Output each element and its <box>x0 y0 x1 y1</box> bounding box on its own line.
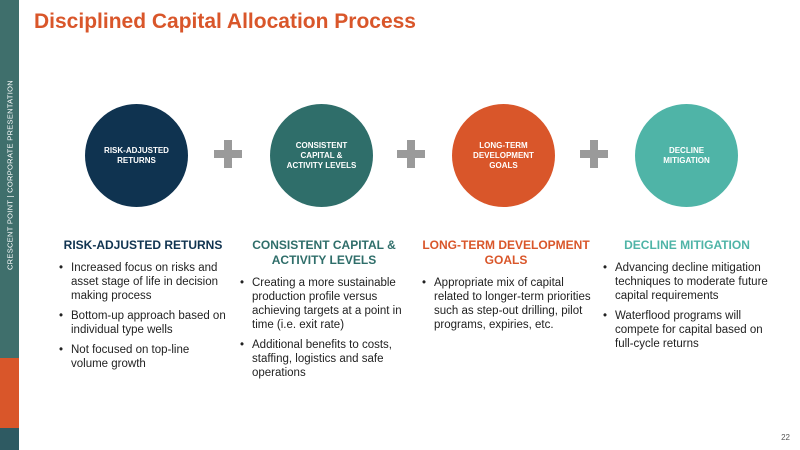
circle-decline-mitigation: DECLINE MITIGATION <box>635 104 738 207</box>
column-long-term-development: LONG-TERM DEVELOPMENT GOALS Appropriate … <box>420 238 592 338</box>
sidebar: CRESCENT POINT | CORPORATE PRESENTATION <box>0 0 19 450</box>
column-heading: LONG-TERM DEVELOPMENT GOALS <box>422 238 590 267</box>
bullet-item: Not focused on top-line volume growth <box>57 343 229 371</box>
bullet-item: Additional benefits to costs, staffing, … <box>238 338 410 380</box>
bullet-list: Advancing decline mitigation techniques … <box>601 261 773 351</box>
plus-icon <box>214 140 242 168</box>
plus-icon <box>397 140 425 168</box>
column-consistent-capital: CONSISTENT CAPITAL & ACTIVITY LEVELS Cre… <box>238 238 410 386</box>
column-risk-adjusted-returns: RISK-ADJUSTED RETURNS Increased focus on… <box>57 238 229 377</box>
circle-label: LONG-TERM DEVELOPMENT GOALS <box>473 140 534 170</box>
page-title: Disciplined Capital Allocation Process <box>34 10 416 33</box>
circle-consistent-capital: CONSISTENT CAPITAL & ACTIVITY LEVELS <box>270 104 373 207</box>
column-heading: DECLINE MITIGATION <box>624 238 750 252</box>
column-heading: RISK-ADJUSTED RETURNS <box>63 238 223 252</box>
sidebar-accent-band <box>0 358 19 428</box>
circle-label: RISK-ADJUSTED RETURNS <box>104 145 169 165</box>
bullet-item: Appropriate mix of capital related to lo… <box>420 276 592 332</box>
column-decline-mitigation: DECLINE MITIGATION Advancing decline mit… <box>601 238 773 357</box>
bullet-list: Creating a more sustainable production p… <box>238 276 410 380</box>
circle-label: DECLINE MITIGATION <box>663 145 710 165</box>
circle-long-term-development: LONG-TERM DEVELOPMENT GOALS <box>452 104 555 207</box>
plus-icon <box>580 140 608 168</box>
bullet-list: Appropriate mix of capital related to lo… <box>420 276 592 332</box>
bullet-item: Advancing decline mitigation techniques … <box>601 261 773 303</box>
sidebar-bottom-band <box>0 428 19 450</box>
bullet-item: Creating a more sustainable production p… <box>238 276 410 332</box>
sidebar-text: CRESCENT POINT | CORPORATE PRESENTATION <box>5 79 15 271</box>
bullet-list: Increased focus on risks and asset stage… <box>57 261 229 371</box>
sidebar-top-band <box>0 0 19 358</box>
bullet-item: Increased focus on risks and asset stage… <box>57 261 229 303</box>
bullet-item: Waterflood programs will compete for cap… <box>601 309 773 351</box>
column-heading: CONSISTENT CAPITAL & ACTIVITY LEVELS <box>252 238 396 267</box>
circle-label: CONSISTENT CAPITAL & ACTIVITY LEVELS <box>286 140 357 170</box>
bullet-item: Bottom-up approach based on individual t… <box>57 309 229 337</box>
circle-risk-adjusted-returns: RISK-ADJUSTED RETURNS <box>85 104 188 207</box>
page-number: 22 <box>781 433 790 442</box>
